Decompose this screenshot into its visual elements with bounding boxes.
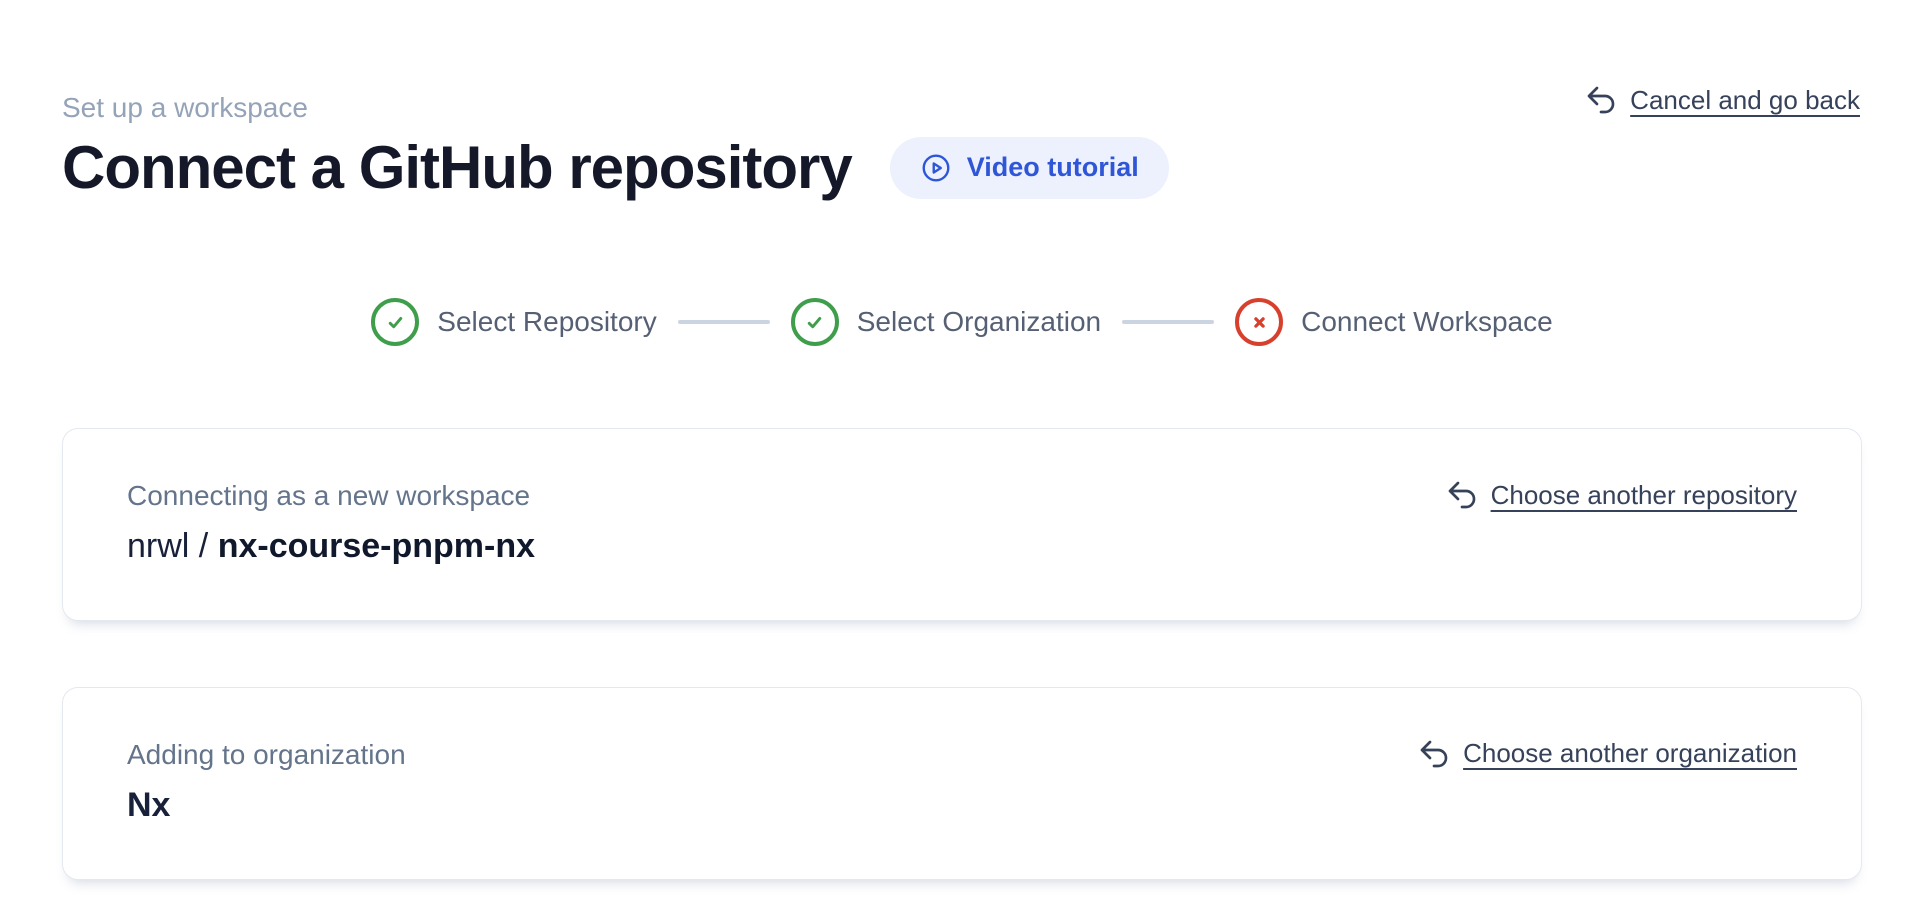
video-tutorial-label: Video tutorial	[966, 152, 1139, 182]
play-circle-icon	[920, 152, 952, 184]
x-circle-icon	[1235, 298, 1284, 346]
organization-card-label: Adding to organization	[127, 738, 406, 770]
eyebrow-label: Set up a workspace	[62, 92, 308, 123]
undo-arrow-icon	[1418, 738, 1450, 770]
undo-arrow-icon	[1585, 84, 1617, 116]
repository-card-label: Connecting as a new workspace	[127, 480, 531, 511]
choose-another-organization-link[interactable]: Choose another organization	[1418, 738, 1797, 770]
page-title: Connect a GitHub repository	[62, 134, 853, 201]
organization-card-info: Adding to organization Nx	[127, 736, 406, 827]
choose-another-repository-link[interactable]: Choose another repository	[1446, 479, 1797, 511]
repository-card-info: Connecting as a new workspace nrwl / nx-…	[127, 477, 535, 568]
repository-full-name: nrwl / nx-course-pnpm-nx	[127, 524, 535, 568]
step-connect-workspace: Connect Workspace	[1235, 298, 1553, 346]
cancel-and-go-back-link[interactable]: Cancel and go back	[1585, 84, 1860, 116]
step-label: Select Repository	[437, 306, 657, 337]
step-select-repository: Select Repository	[371, 298, 657, 346]
step-select-organization: Select Organization	[790, 298, 1102, 346]
cancel-link-label: Cancel and go back	[1630, 84, 1860, 115]
organization-card: Adding to organization Nx Choose another…	[62, 686, 1862, 880]
title-row: Connect a GitHub repository Video tutori…	[62, 133, 1862, 202]
check-circle-icon	[371, 298, 420, 346]
repository-name: nx-course-pnpm-nx	[217, 526, 536, 565]
repository-owner: nrwl /	[127, 526, 209, 565]
page-header: Cancel and go back Set up a workspace Co…	[62, 0, 1862, 202]
stepper-connector	[1122, 320, 1215, 324]
step-label: Connect Workspace	[1301, 306, 1553, 337]
undo-arrow-icon	[1446, 479, 1478, 511]
organization-name: Nx	[127, 785, 171, 824]
video-tutorial-button[interactable]: Video tutorial	[889, 136, 1169, 199]
check-circle-icon	[790, 298, 839, 346]
choose-another-organization-label: Choose another organization	[1463, 738, 1797, 769]
choose-another-repository-label: Choose another repository	[1490, 479, 1797, 510]
repository-card: Connecting as a new workspace nrwl / nx-…	[62, 428, 1862, 621]
step-label: Select Organization	[856, 306, 1102, 337]
stepper-connector	[677, 320, 770, 324]
progress-stepper: Select Repository Select Organization Co…	[62, 298, 1862, 346]
